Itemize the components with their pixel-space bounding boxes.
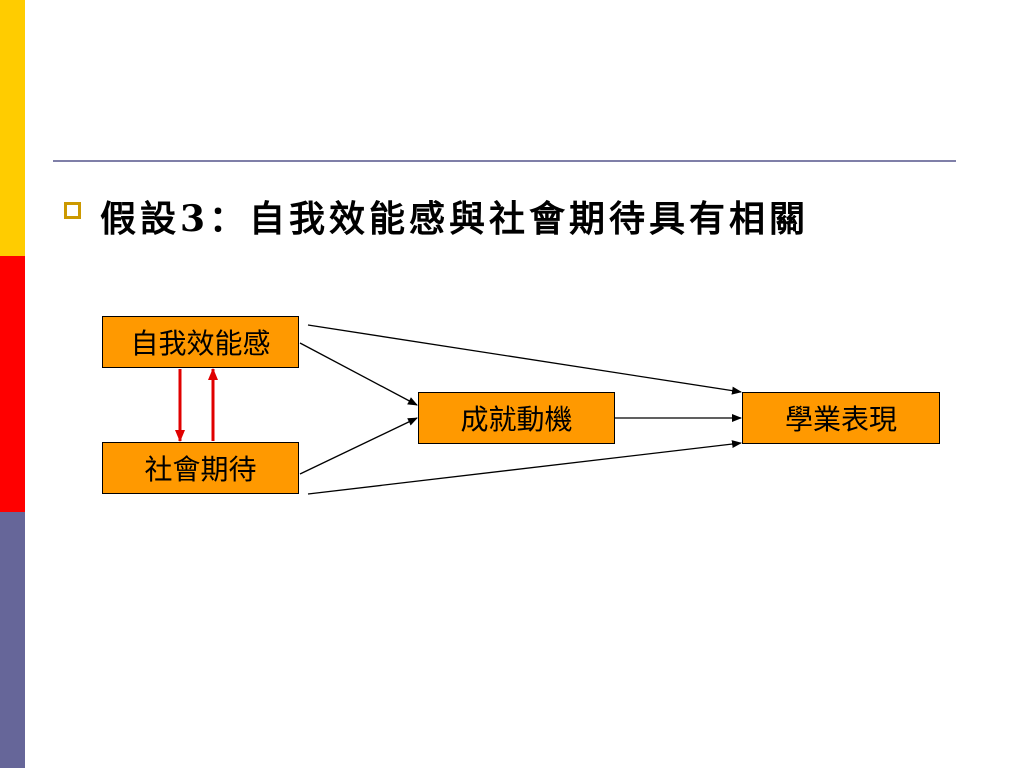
node-label: 自我效能感 — [130, 327, 271, 360]
node-label: 社會期待 — [144, 453, 257, 486]
node-academic-performance: 學業表現 — [742, 392, 940, 444]
square-bullet-icon — [64, 202, 81, 219]
title-rule — [53, 160, 956, 162]
side-bar-purple — [0, 512, 25, 768]
arrow-self-efficacy-to-performance — [307, 324, 742, 395]
arrow-self-efficacy-to-motivation — [299, 342, 418, 406]
arrow-social-to-motivation — [299, 417, 418, 475]
node-label: 學業表現 — [784, 403, 897, 436]
node-label: 成就動機 — [460, 403, 573, 436]
slide-heading: 假設3：自我效能感與社會期待具有相關 — [100, 198, 810, 240]
side-bar-yellow — [0, 0, 25, 256]
node-achievement-motivation: 成就動機 — [418, 392, 615, 444]
side-bar-red — [0, 256, 25, 512]
node-self-efficacy: 自我效能感 — [102, 316, 299, 368]
node-social-expectation: 社會期待 — [102, 442, 299, 494]
arrow-social-to-performance — [307, 440, 742, 495]
